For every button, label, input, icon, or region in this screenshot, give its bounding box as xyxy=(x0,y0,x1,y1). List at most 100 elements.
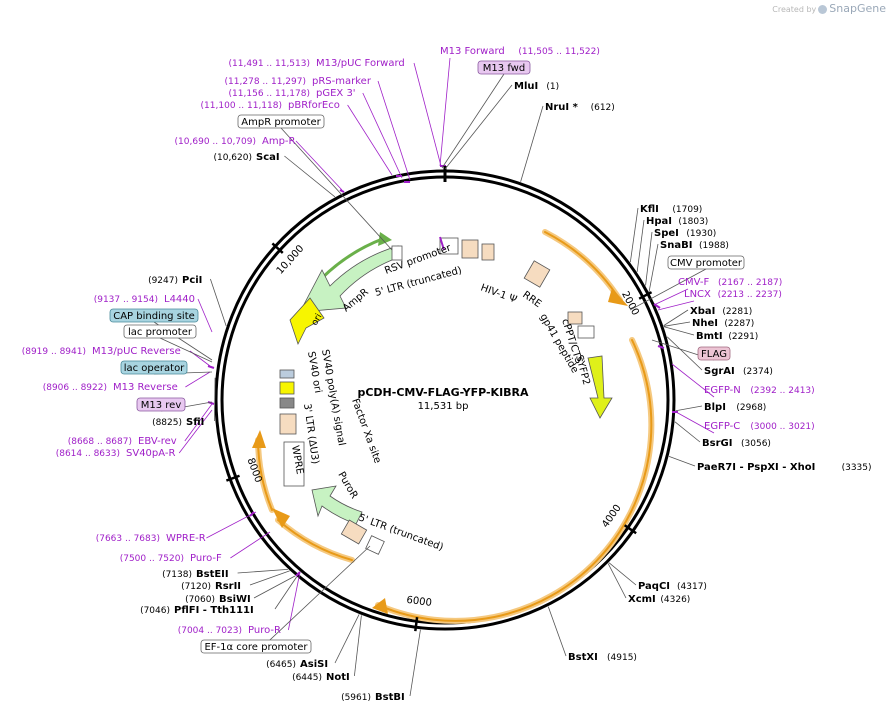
primer-name[interactable]: M13/pUC Forward xyxy=(316,58,405,69)
leader-line xyxy=(648,243,659,292)
leader-line xyxy=(675,405,703,412)
primer-name[interactable]: Puro-F xyxy=(190,553,222,564)
feature-box-label[interactable]: AmpR promoter xyxy=(241,117,321,128)
leader-line xyxy=(607,563,627,599)
feature-box-label[interactable]: lac promoter xyxy=(128,327,193,338)
feature-box xyxy=(109,308,199,323)
enzyme-site-position: (1930) xyxy=(686,229,716,239)
leader-line xyxy=(629,268,707,311)
leader-line xyxy=(295,140,343,191)
enzyme-site-name[interactable]: SnaBI xyxy=(660,240,692,251)
enzyme-site-position: (4915) xyxy=(607,653,637,663)
primer-tick-4 xyxy=(339,189,345,193)
leader-line xyxy=(645,231,653,286)
enzyme-site-name[interactable]: XcmI xyxy=(628,594,656,605)
primer-name[interactable]: pGEX 3' xyxy=(316,88,356,99)
feature-5ltr-bottom xyxy=(340,519,368,545)
leader-line xyxy=(675,411,715,434)
primer-name[interactable]: Puro-R xyxy=(248,625,281,636)
orf-arrowhead-5 xyxy=(378,232,392,246)
feature-sv40-ori xyxy=(279,369,295,379)
primer-range: (2392 .. 2413) xyxy=(750,386,814,396)
enzyme-site-name[interactable]: BsiWI xyxy=(219,594,251,605)
leader-line xyxy=(671,363,715,398)
primer-name[interactable]: CMV-F xyxy=(678,277,709,288)
enzyme-site-name[interactable]: MluI xyxy=(514,81,538,92)
primer-name[interactable]: EGFP-N xyxy=(704,385,741,396)
feature-puror xyxy=(311,485,363,525)
primer-name[interactable]: EGFP-C xyxy=(704,421,740,432)
primer-tick-8 xyxy=(207,365,215,369)
feature-box-label[interactable]: EF-1α core promoter xyxy=(204,642,308,653)
enzyme-site-name[interactable]: PaqCI xyxy=(638,581,670,592)
enzyme-site-name[interactable]: BsrGI xyxy=(702,438,732,449)
enzyme-site-name[interactable]: KflI xyxy=(640,204,659,215)
enzyme-site-name[interactable]: HpaI xyxy=(646,216,672,227)
leader-line xyxy=(413,62,442,167)
enzyme-site-name[interactable]: BstBI xyxy=(375,692,405,703)
feature-box-label[interactable]: lac operator xyxy=(124,363,185,374)
primer-name[interactable]: pRS-marker xyxy=(312,76,372,87)
enzyme-site-name[interactable]: ScaI xyxy=(256,152,280,163)
enzyme-site-name[interactable]: XbaI xyxy=(690,306,715,317)
leader-line xyxy=(280,127,393,251)
leader-line xyxy=(159,337,213,363)
primer-name[interactable]: Amp-R xyxy=(262,136,296,147)
enzyme-site-name[interactable]: PflFI - Tth111I xyxy=(174,605,254,616)
primer-name[interactable]: M13/pUC Reverse xyxy=(92,346,181,357)
leader-line xyxy=(185,371,211,388)
leader-line xyxy=(214,377,216,422)
feature-box-label[interactable]: FLAG xyxy=(701,349,727,360)
enzyme-site-name[interactable]: SfiI xyxy=(186,417,204,428)
primer-name[interactable]: M13 Forward xyxy=(440,46,505,57)
label-rre: RRE xyxy=(520,289,543,310)
leader-line xyxy=(249,570,290,586)
enzyme-site-name[interactable]: SpeI xyxy=(654,228,679,239)
feature-box-label[interactable]: M13 rev xyxy=(141,400,182,411)
primer-name[interactable]: EBV-rev xyxy=(138,436,177,447)
feature-rsv-promoter xyxy=(439,237,459,255)
enzyme-site-name[interactable]: SgrAI xyxy=(704,366,735,377)
enzyme-site-name[interactable]: RsrII xyxy=(215,581,241,592)
enzyme-site-name[interactable]: NheI xyxy=(692,318,718,329)
leader-line xyxy=(409,629,421,697)
primer-name[interactable]: pBRforEco xyxy=(288,100,340,111)
enzyme-site-name[interactable]: NruI * xyxy=(545,102,579,113)
primer-range: (11,505 .. 11,522) xyxy=(518,47,599,57)
plasmid-name: pCDH-CMV-FLAG-YFP-KIBRA xyxy=(357,386,529,399)
enzyme-site-name[interactable]: BstEII xyxy=(196,569,229,580)
feature-box-label[interactable]: CMV promoter xyxy=(670,258,743,269)
orf-arc-1-core xyxy=(544,231,621,301)
enzyme-site-name[interactable]: BlpI xyxy=(704,402,726,413)
feature-box-label[interactable]: M13 fwd xyxy=(483,63,525,74)
primer-range: (8906 .. 8922) xyxy=(43,383,107,393)
enzyme-site-name[interactable]: BstXI xyxy=(568,652,598,663)
enzyme-site-name[interactable]: NotI xyxy=(326,672,350,683)
primer-range: (11,491 .. 11,513) xyxy=(229,59,310,69)
enzyme-site-name[interactable]: AsiSI xyxy=(300,659,328,670)
feature-syfp2 xyxy=(587,355,613,419)
primer-name[interactable]: SV40pA-R xyxy=(126,448,175,459)
primer-name[interactable]: LNCX xyxy=(684,289,711,300)
enzyme-site-name[interactable]: PciI xyxy=(182,275,202,286)
enzyme-site-name[interactable]: BmtI xyxy=(696,331,723,342)
enzyme-site-position: (2281) xyxy=(722,307,752,317)
primer-tick-11 xyxy=(295,571,301,577)
primer-range: (10,690 .. 10,709) xyxy=(175,137,256,147)
leader-line xyxy=(362,92,403,179)
label-wpre: WPRE xyxy=(289,445,305,476)
leader-line xyxy=(439,57,451,167)
leader-line xyxy=(197,298,213,333)
leader-line xyxy=(666,336,703,371)
enzyme-site-position: (7060) xyxy=(185,595,215,605)
enzyme-site-name[interactable]: PaeR7I - PspXI - XhoI xyxy=(697,462,815,473)
enzyme-site-position: (7120) xyxy=(181,582,211,592)
primer-name[interactable]: M13 Reverse xyxy=(113,382,178,393)
primer-range: (7004 .. 7023) xyxy=(178,626,242,636)
primer-name[interactable]: WPRE-R xyxy=(166,533,206,544)
feature-box xyxy=(200,639,312,654)
feature-box-label[interactable]: CAP binding site xyxy=(113,311,195,322)
feature-ef1a xyxy=(365,535,385,555)
primer-name[interactable]: L4440 xyxy=(164,294,195,305)
enzyme-site-position: (10,620) xyxy=(213,153,252,163)
